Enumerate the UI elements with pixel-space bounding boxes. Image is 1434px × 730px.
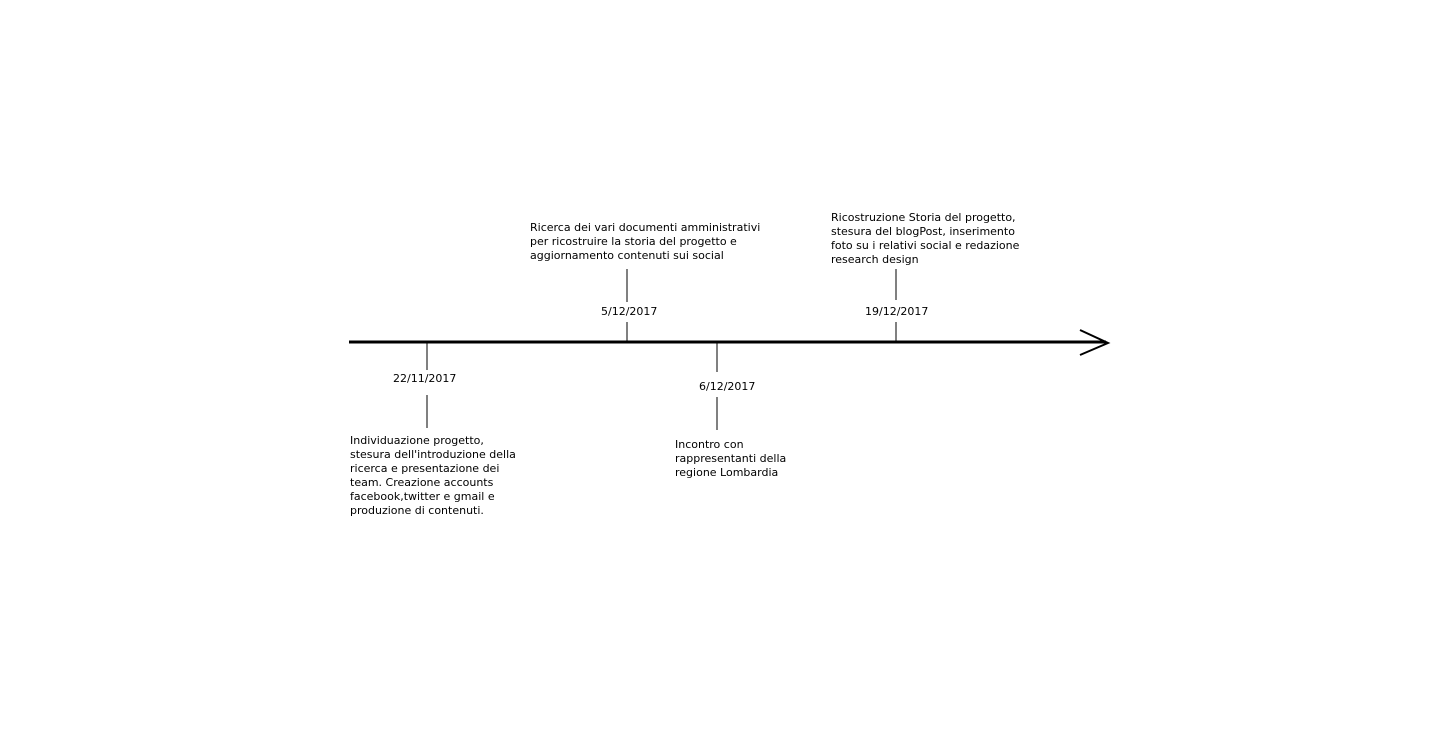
event-date: 22/11/2017 [393, 372, 457, 385]
event-description: Ricerca dei vari documenti amministrativ… [530, 221, 761, 262]
event-date: 5/12/2017 [601, 305, 658, 318]
event-description: Individuazione progetto, stesura dell'in… [350, 434, 516, 517]
event-date: 6/12/2017 [699, 380, 756, 393]
event-description: Ricostruzione Storia del progetto, stesu… [831, 211, 1020, 266]
event-date: 19/12/2017 [865, 305, 929, 318]
event-description: Incontro con rappresentanti della region… [675, 438, 787, 479]
timeline-arrowhead [1079, 329, 1111, 356]
